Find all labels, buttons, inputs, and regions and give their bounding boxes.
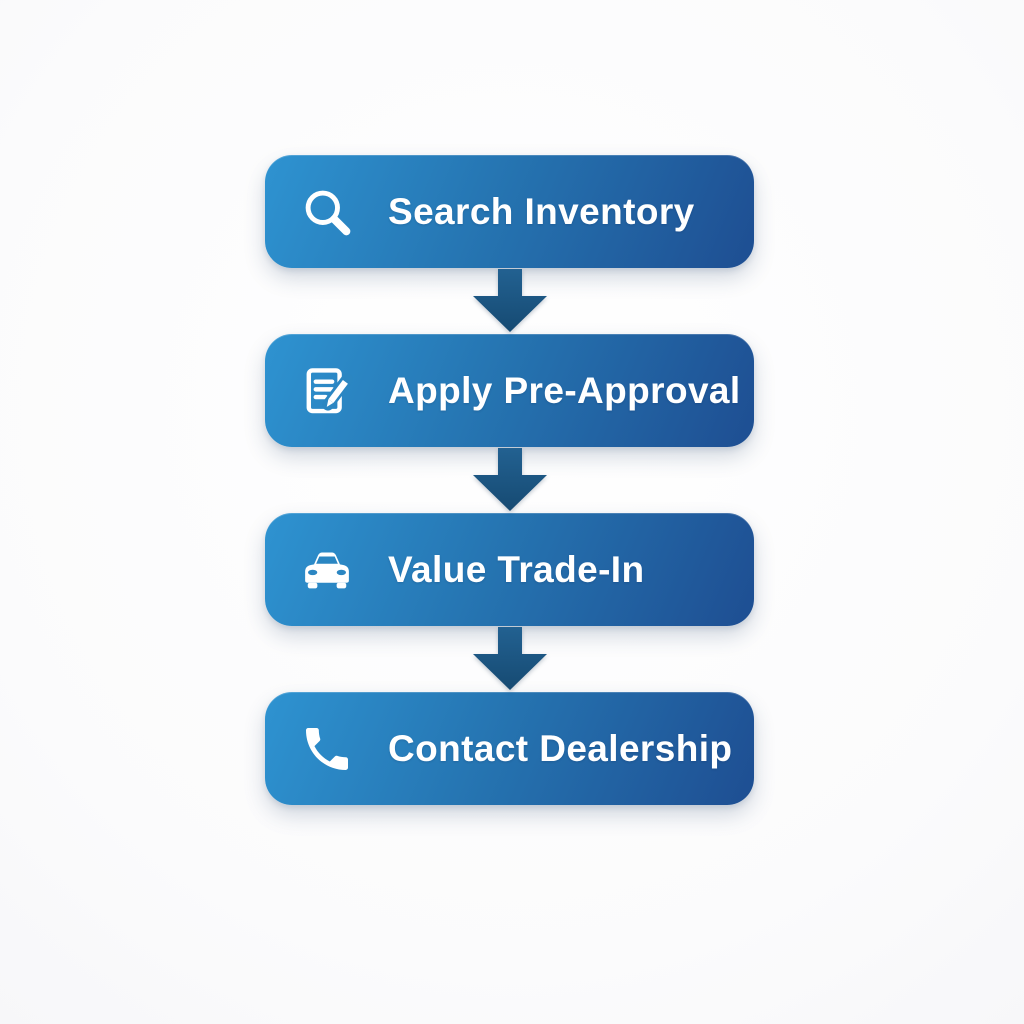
flow-column: Search Inventory Apply Pre-Approval [265,155,754,805]
flow-connector [471,626,549,692]
step-label: Search Inventory [388,190,695,232]
step-button-contact-dealership[interactable]: Contact Dealership [265,692,754,805]
step-button-value-trade-in[interactable]: Value Trade-In [265,513,754,626]
step-button-search-inventory[interactable]: Search Inventory [265,155,754,268]
flow-connector [471,268,549,334]
car-icon [299,542,355,598]
flow-connector [471,447,549,513]
phone-icon [299,721,355,777]
step-label: Contact Dealership [388,727,733,769]
document-edit-icon [299,363,355,419]
step-label: Value Trade-In [388,548,645,590]
arrow-down-icon [472,627,547,690]
step-label: Apply Pre-Approval [388,369,741,411]
step-button-apply-pre-approval[interactable]: Apply Pre-Approval [265,334,754,447]
arrow-down-icon [472,448,547,511]
search-icon [299,184,355,240]
arrow-down-icon [472,269,547,332]
